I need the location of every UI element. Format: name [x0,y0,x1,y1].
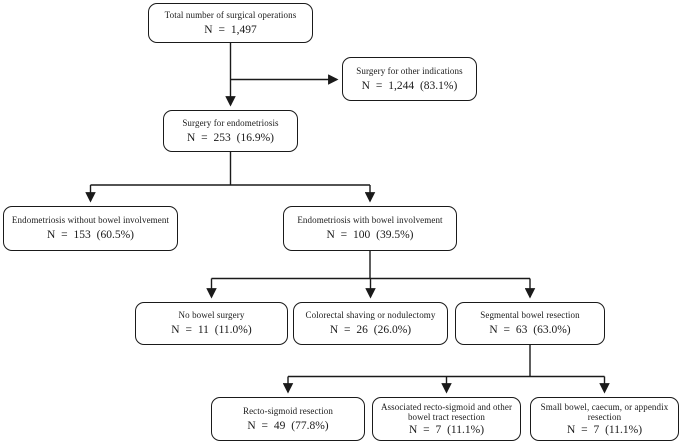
node-value: N = 1,497 [204,23,257,36]
node-value: N = 7 (11.1%) [408,423,485,436]
node-surgery-other-indications: Surgery for other indications N = 1,244 … [342,57,477,101]
node-endometriosis-with-bowel: Endometriosis with bowel involvement N =… [283,206,457,251]
node-segmental-bowel-resection: Segmental bowel resection N = 63 (63.0%) [455,302,605,345]
node-no-bowel-surgery: No bowel surgery N = 11 (11.0%) [135,302,288,345]
node-value: N = 26 (26.0%) [329,324,412,337]
node-surgery-endometriosis: Surgery for endometriosis N = 253 (16.9%… [163,110,298,152]
node-associated-rectosigmoid-other-resection: Associated recto-sigmoid and other bowel… [372,397,521,441]
node-total-surgical-operations: Total number of surgical operations N = … [148,3,313,43]
node-value: N = 7 (11.1%) [566,423,643,436]
node-label: Surgery for other indications [356,65,463,76]
node-label: Endometriosis with bowel involvement [297,215,443,226]
node-value: N = 153 (60.5%) [46,229,135,242]
node-label: Small bowel, caecum, or appendix resecti… [540,401,669,423]
node-rectosigmoid-resection: Recto-sigmoid resection N = 49 (77.8%) [211,397,365,441]
node-value: N = 100 (39.5%) [326,229,414,242]
node-value: N = 253 (16.9%) [186,131,275,144]
node-label: Segmental bowel resection [480,310,580,321]
node-colorectal-shaving-nodulectomy: Colorectal shaving or nodulectomy N = 26… [293,302,448,345]
node-label: Associated recto-sigmoid and other bowel… [380,401,513,423]
node-value: N = 49 (77.8%) [247,419,329,432]
node-label: Endometriosis without bowel involvement [11,215,170,226]
node-endometriosis-without-bowel: Endometriosis without bowel involvement … [3,206,178,251]
node-label: No bowel surgery [178,310,245,321]
node-label: Total number of surgical operations [164,9,297,20]
node-label: Colorectal shaving or nodulectomy [305,310,436,321]
node-small-bowel-caecum-appendix-resection: Small bowel, caecum, or appendix resecti… [530,397,679,441]
node-value: N = 1,244 (83.1%) [361,79,458,92]
node-label: Surgery for endometriosis [182,117,279,128]
node-value: N = 63 (63.0%) [489,324,571,337]
node-label: Recto-sigmoid resection [242,405,334,416]
node-value: N = 11 (11.0%) [171,324,252,337]
